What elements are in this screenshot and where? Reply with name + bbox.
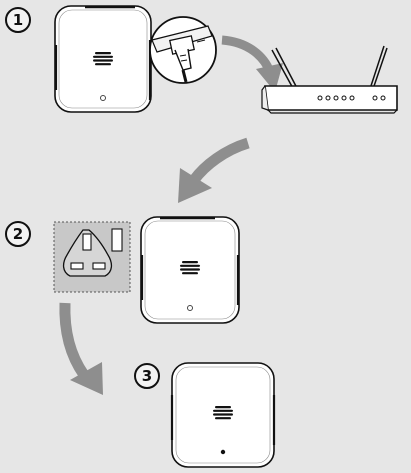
arrow-icon — [222, 40, 283, 92]
arrow-icon — [178, 143, 248, 203]
ethernet-port-icon — [150, 17, 216, 83]
hub-device-icon — [141, 217, 239, 323]
hub-device-icon — [55, 6, 151, 112]
hub-device-icon — [172, 363, 274, 467]
arrow-icon — [65, 303, 103, 395]
router-icon — [262, 46, 397, 113]
wall-socket-icon — [54, 222, 130, 292]
